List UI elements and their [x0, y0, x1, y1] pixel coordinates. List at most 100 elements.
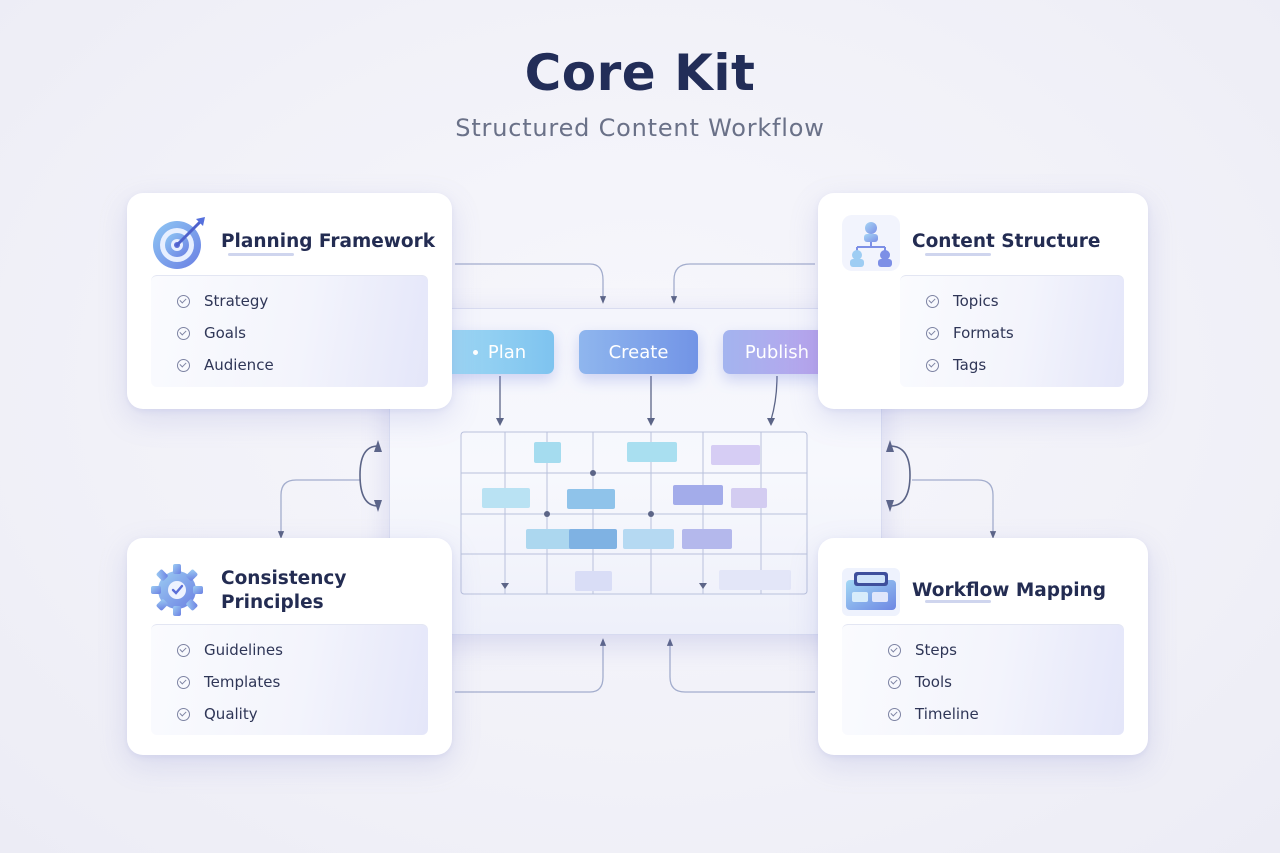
grid-arrowhead [699, 583, 707, 589]
list-item-label: Tags [953, 356, 987, 374]
arrowhead-left-down [374, 500, 382, 512]
check-circle-icon [926, 358, 939, 372]
content-structure-card: Content Structure Topics Formats Tags [818, 193, 1148, 409]
list-item: Strategy [177, 292, 268, 310]
target-icon [153, 217, 205, 269]
plan-stage-label: Plan [487, 341, 527, 363]
check-circle-icon [177, 326, 190, 340]
check-circle-icon [888, 675, 901, 689]
list-item: Quality [177, 705, 258, 723]
arrow-planning-to-center [455, 263, 607, 304]
grid-node [648, 511, 654, 517]
grid-card [711, 445, 760, 465]
list-item: Tools [888, 673, 952, 691]
hierarchy-icon [842, 215, 900, 271]
page-title: Core Kit [524, 44, 756, 102]
grid-node [544, 511, 550, 517]
arrowhead-left-up [374, 440, 382, 452]
grid-card [534, 442, 561, 463]
check-circle-icon [888, 643, 901, 657]
publish-stage-button[interactable]: Publish [723, 330, 831, 374]
consistency-principles-card: Consistency Principles Guidelines Templa… [127, 538, 452, 755]
grid-card [731, 488, 767, 508]
list-item: Guidelines [177, 641, 283, 659]
grid-card [719, 570, 791, 590]
list-item-label: Steps [915, 641, 957, 659]
workflow-list: Steps Tools Timeline [842, 624, 1124, 735]
arrowhead-right-up [886, 440, 894, 452]
arrow-consistency-to-center [455, 638, 607, 693]
title-underline [228, 253, 294, 256]
list-item-label: Strategy [204, 292, 269, 310]
list-item-label: Goals [204, 324, 246, 342]
arrow-center-to-consistency [277, 479, 360, 539]
arrow-center-to-workflow [912, 479, 997, 539]
list-item-label: Quality [204, 705, 258, 723]
bracket-left [359, 445, 379, 507]
list-item-label: Guidelines [204, 641, 283, 659]
create-arrowhead [647, 418, 655, 426]
list-item: Timeline [888, 705, 979, 723]
list-item: Goals [177, 324, 246, 342]
grid-card [567, 489, 615, 509]
publish-arrowhead [767, 418, 775, 426]
title-underline [925, 253, 991, 256]
list-item: Steps [888, 641, 957, 659]
check-circle-icon [888, 707, 901, 721]
check-circle-icon [926, 326, 939, 340]
grid-card [526, 529, 576, 549]
planning-framework-card: Planning Framework Strategy Goals Audien… [127, 193, 452, 409]
list-item-label: Tools [915, 673, 952, 691]
workflow-mapping-title: Workflow Mapping [912, 580, 1106, 601]
list-item: Audience [177, 356, 274, 374]
consistency-principles-title: Consistency Principles [221, 567, 346, 615]
workflow-mapping-card: Workflow Mapping Steps Tools Timeline [818, 538, 1148, 755]
plan-stage-button[interactable]: Plan [445, 330, 554, 374]
grid-card [569, 529, 617, 549]
arrow-content-to-center [670, 263, 815, 304]
planning-framework-title: Planning Framework [221, 231, 436, 252]
consistency-list: Guidelines Templates Quality [151, 624, 428, 735]
grid-card [575, 571, 612, 591]
content-structure-title: Content Structure [912, 231, 1101, 252]
grid-node [590, 470, 596, 476]
list-item: Topics [926, 292, 999, 310]
page-subtitle: Structured Content Workflow [455, 114, 825, 142]
bracket-right [889, 445, 911, 507]
title-line-1: Consistency [221, 568, 347, 589]
create-stage-label: Create [608, 341, 669, 363]
create-stage-button[interactable]: Create [579, 330, 698, 374]
grid-card [682, 529, 732, 549]
arrowhead-right-down [886, 500, 894, 512]
list-item: Formats [926, 324, 1014, 342]
plan-arrowhead [496, 418, 504, 426]
workflow-grid [460, 375, 808, 595]
grid-card [482, 488, 530, 508]
grid-frame [460, 431, 808, 595]
publish-stage-label: Publish [744, 341, 810, 363]
grid-card [673, 485, 723, 505]
workflow-board-panel: Plan Create Publish [389, 308, 882, 635]
grid-card [627, 442, 677, 462]
check-circle-icon [177, 358, 190, 372]
content-list: Topics Formats Tags [900, 275, 1124, 387]
planning-list: Strategy Goals Audience [151, 275, 428, 387]
arrow-workflow-to-center [666, 638, 815, 693]
title-line-2: Principles [221, 592, 324, 613]
gear-icon [151, 564, 203, 616]
list-item: Templates [177, 673, 280, 691]
check-circle-icon [177, 707, 190, 721]
list-item-label: Templates [204, 673, 281, 691]
list-item-label: Formats [953, 324, 1014, 342]
check-circle-icon [177, 675, 190, 689]
list-item-label: Topics [953, 292, 999, 310]
list-item-label: Audience [204, 356, 274, 374]
title-underline [925, 600, 991, 603]
list-item: Tags [926, 356, 986, 374]
check-circle-icon [926, 294, 939, 308]
publish-down-arrow [770, 375, 778, 421]
plan-dot-icon [472, 349, 478, 355]
check-circle-icon [177, 643, 190, 657]
workflow-board-icon [842, 568, 900, 616]
